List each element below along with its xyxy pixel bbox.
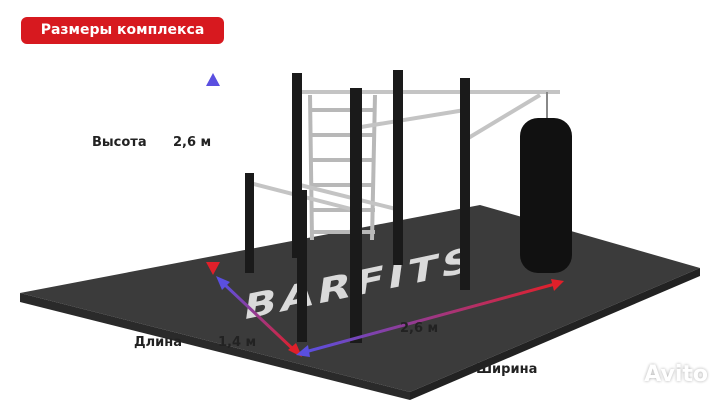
length-value: 1,4 м bbox=[218, 335, 257, 350]
length-label: Длина bbox=[134, 335, 182, 350]
width-label: Ширина bbox=[476, 362, 538, 377]
height-value: 2,6 м bbox=[173, 135, 212, 150]
width-value: 2,6 м bbox=[400, 321, 439, 336]
title-badge: Размеры комплекса bbox=[21, 17, 224, 44]
height-label: Высота bbox=[92, 135, 147, 150]
avito-watermark: Avito bbox=[644, 362, 708, 387]
